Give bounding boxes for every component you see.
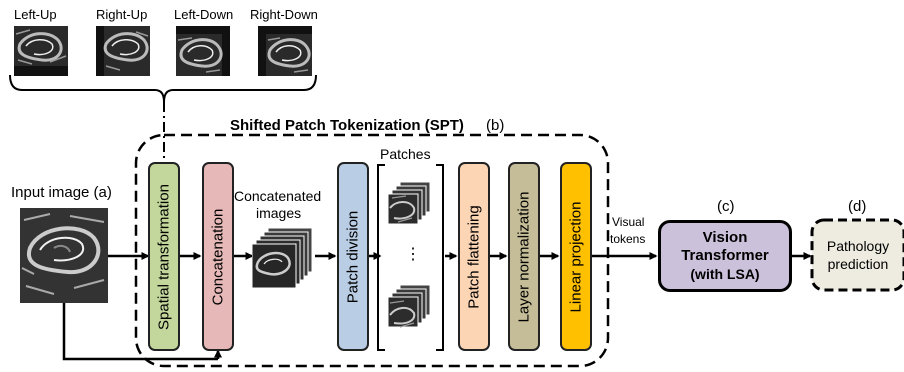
spatial-transformation-label: Spatial transformation <box>155 183 173 330</box>
vit-line-3: (with LSA) <box>690 266 760 282</box>
shift-label-left-up: Left-Up <box>14 7 57 22</box>
vit-tag: (c) <box>717 198 735 215</box>
pathology-box <box>810 218 904 292</box>
shift-label-right-down: Right-Down <box>250 7 318 22</box>
concatenation-label: Concatenation <box>209 208 227 305</box>
patch-division-block: Patch division <box>337 162 369 351</box>
skip-connection <box>62 303 218 361</box>
patches-label: Patches <box>380 146 431 162</box>
layer-normalization-block: Layer normalization <box>508 162 540 351</box>
concatenated-images-stack <box>252 227 313 288</box>
input-image <box>20 208 108 303</box>
spatial-transformation-block: Spatial transformation <box>148 162 180 351</box>
linear-projection-block: Linear projection <box>560 162 592 351</box>
spt-tag: (b) <box>486 117 505 134</box>
patch-stack-bottom <box>387 285 431 328</box>
concatenated-label-line2: images <box>256 205 302 221</box>
visual-tokens-line2: tokens <box>610 232 646 246</box>
vit-line-1: Vision <box>702 229 748 246</box>
shift-image-right-up <box>96 26 150 76</box>
linear-projection-label: Linear projection <box>567 201 585 312</box>
patch-division-label: Patch division <box>344 210 362 303</box>
concatenated-label-line1: Concatenated <box>234 188 322 204</box>
pathology-tag: (d) <box>848 198 867 215</box>
pathology-text: Pathology prediction <box>812 220 904 290</box>
visual-tokens-line1: Visual <box>612 215 645 229</box>
concatenation-block: Concatenation <box>202 162 234 351</box>
vit-line-2: Transformer <box>681 247 769 264</box>
pathology-line-1: Pathology <box>826 238 890 254</box>
input-image-label: Input image (a) <box>11 184 112 201</box>
vision-transformer-box: Vision Transformer (with LSA) <box>658 220 792 292</box>
shift-label-left-down: Left-Down <box>174 7 234 22</box>
patch-flattening-block: Patch flattening <box>458 162 490 351</box>
spt-title: Shifted Patch Tokenization (SPT) <box>230 117 464 134</box>
patches-bracket-right <box>436 164 444 351</box>
patch-flattening-label: Patch flattening <box>465 204 483 309</box>
layer-normalization-label: Layer normalization <box>515 191 533 322</box>
patches-ellipsis: ⋮ <box>405 246 421 263</box>
shift-label-right-up: Right-Up <box>96 7 148 22</box>
pathology-line-2: prediction <box>827 256 889 272</box>
patches-bracket-left <box>377 164 385 351</box>
shift-image-right-down <box>258 26 312 76</box>
shift-image-left-down <box>176 26 230 76</box>
patch-stack-top <box>387 182 431 225</box>
shift-image-left-up <box>14 26 68 76</box>
spt-box <box>134 133 610 368</box>
top-brace <box>9 74 317 103</box>
